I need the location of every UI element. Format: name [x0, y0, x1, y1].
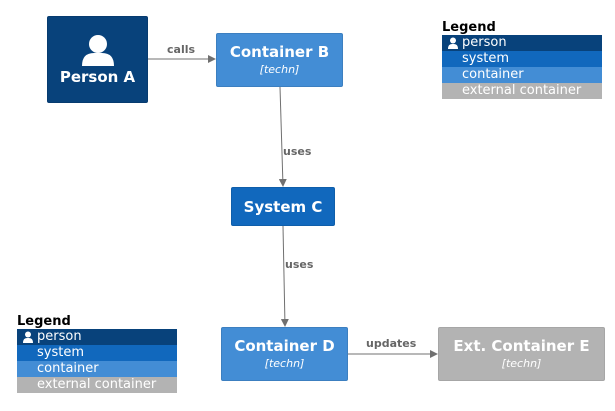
- person-a-node[interactable]: Person A: [47, 16, 148, 103]
- person-icon: [23, 331, 33, 343]
- legend-label: person: [462, 35, 507, 50]
- person-icon: [448, 37, 458, 49]
- edge-label-uses-c-d: uses: [285, 258, 314, 271]
- legend-label: external container: [37, 377, 157, 392]
- legend-item-system: system: [17, 345, 177, 361]
- ext-container-e-technology: [techn]: [501, 357, 542, 370]
- legend-label: container: [37, 361, 99, 376]
- edge-label-uses-b-c: uses: [283, 145, 312, 158]
- legend-item-person: person: [17, 329, 177, 345]
- legend-item-container: container: [17, 361, 177, 377]
- legend-label: person: [37, 329, 82, 344]
- legend-label: container: [462, 67, 524, 82]
- person-icon: [81, 34, 114, 66]
- edge-label-calls: calls: [167, 43, 196, 56]
- legend-top-right: Legend person system container external …: [442, 20, 602, 99]
- legend-label: external container: [462, 83, 582, 98]
- container-d-title: Container D: [234, 337, 335, 355]
- legend-item-external-container: external container: [442, 83, 602, 99]
- legend-item-person: person: [442, 35, 602, 51]
- container-b-node[interactable]: Container B [techn]: [216, 33, 343, 87]
- edge-label-updates: updates: [366, 337, 417, 350]
- legend-label: system: [462, 51, 509, 66]
- ext-container-e-node[interactable]: Ext. Container E [techn]: [438, 327, 605, 381]
- ext-container-e-title: Ext. Container E: [453, 337, 590, 355]
- container-b-title: Container B: [229, 43, 330, 61]
- edge-b-to-c: [278, 86, 287, 187]
- edge-c-to-d: [280, 225, 289, 327]
- system-c-title: System C: [243, 197, 323, 216]
- legend-bottom-left: Legend person system container external …: [17, 314, 177, 393]
- container-b-technology: [techn]: [259, 63, 300, 76]
- container-d-technology: [techn]: [264, 357, 305, 370]
- legend-item-container: container: [442, 67, 602, 83]
- legend-title: Legend: [17, 314, 71, 329]
- system-c-node[interactable]: System C: [231, 187, 335, 226]
- legend-label: system: [37, 345, 84, 360]
- legend-item-system: system: [442, 51, 602, 67]
- person-a-title: Person A: [59, 67, 136, 86]
- legend-item-external-container: external container: [17, 377, 177, 393]
- legend-title: Legend: [442, 20, 496, 35]
- container-d-node[interactable]: Container D [techn]: [221, 327, 348, 381]
